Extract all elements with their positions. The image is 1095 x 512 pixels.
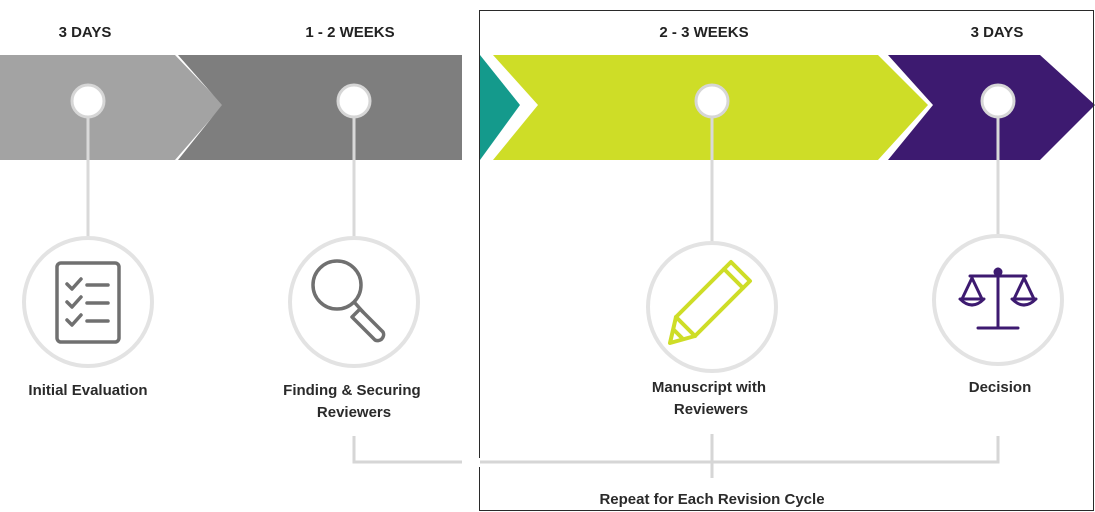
stage-1-duration: 3 DAYS <box>59 24 112 41</box>
stage-4-duration: 3 DAYS <box>971 24 1024 41</box>
stage-4-label-line: Decision <box>969 379 1032 396</box>
revision-cycle-frame <box>479 10 1094 511</box>
stage-3-duration: 2 - 3 WEEKS <box>659 24 748 41</box>
stage-2-label-line-1: Finding & Securing <box>283 382 421 399</box>
stage-3-label-line-1: Manuscript with <box>652 379 766 396</box>
stage-2-marker <box>336 83 372 119</box>
stage-1-marker <box>70 83 106 119</box>
magnifier-icon <box>311 259 386 343</box>
stage-2-arrow <box>178 55 462 160</box>
revision-cycle-bracket <box>352 434 1000 478</box>
stage-2-label-line-2: Reviewers <box>317 404 391 421</box>
stage-2-duration: 1 - 2 WEEKS <box>305 24 394 41</box>
stage-1-label-line: Initial Evaluation <box>28 382 147 399</box>
scales-icon <box>958 267 1038 330</box>
checklist-icon <box>55 261 121 344</box>
stage-3-icon-ring <box>646 241 778 373</box>
bracket-gap <box>462 458 480 467</box>
stage-3-label-line-2: Reviewers <box>674 401 748 418</box>
revision-cycle-label: Repeat for Each Revision Cycle <box>599 491 824 508</box>
stage-4-marker <box>980 83 1016 119</box>
connector-arrow <box>479 55 520 160</box>
stage-2-label: Finding & Securing Reviewers <box>283 382 425 421</box>
stage-1-label: Initial Evaluation <box>28 382 147 399</box>
pencil-icon <box>668 260 752 345</box>
stage-4-label: Decision <box>969 379 1032 396</box>
stage-3-label: Manuscript with Reviewers <box>652 379 770 418</box>
stage-3-marker <box>694 83 730 119</box>
stage-1-arrow <box>0 55 223 160</box>
